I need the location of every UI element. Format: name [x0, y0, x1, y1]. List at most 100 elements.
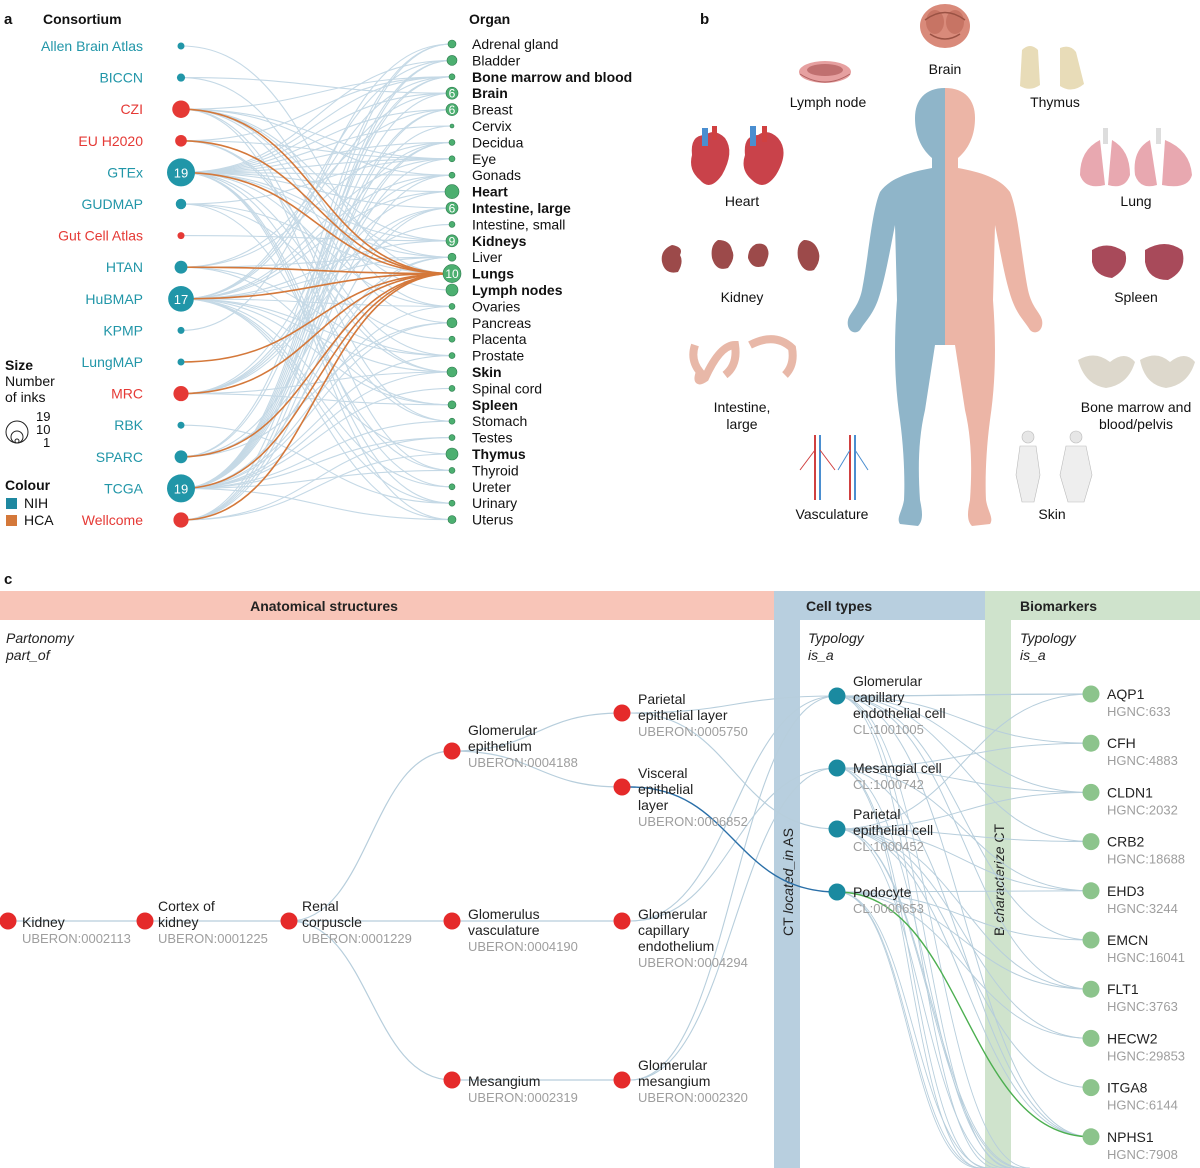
consortium-label-htan: HTAN — [106, 259, 143, 275]
organ-label-decidua: Decidua — [472, 134, 524, 150]
label-thymus: Thymus — [1030, 94, 1080, 110]
bm-node-label: NPHS1 — [1107, 1129, 1154, 1145]
sankey-link — [180, 45, 453, 275]
sankey-link — [180, 59, 453, 489]
as-node-label: Glomerulus — [468, 906, 540, 922]
highlight-link — [180, 272, 453, 363]
highlight-link — [180, 140, 453, 275]
as-node-code: UBERON:0004188 — [468, 755, 578, 770]
as-partonomy-edge — [288, 920, 453, 1081]
as-node-label: epithelial layer — [638, 707, 728, 723]
sankey-link — [180, 424, 453, 504]
organ-label-adrenal-gland: Adrenal gland — [472, 36, 558, 52]
as-node-renal — [280, 912, 298, 930]
colour-legend: Colour NIH HCA — [5, 477, 54, 528]
size-legend-value-19: 19 — [36, 409, 50, 424]
bm-characterize-edge — [836, 695, 1092, 843]
bm-node-flt1 — [1082, 980, 1100, 998]
thymus-illustration — [1020, 46, 1084, 90]
bm-characterize-edge — [836, 695, 1092, 793]
organ-label-liver: Liver — [472, 249, 503, 265]
consortium-node-mrc — [173, 386, 189, 402]
organ-node-ureter — [448, 483, 456, 491]
as-partonomy-edge — [451, 750, 623, 788]
organ-node-eye — [448, 155, 456, 163]
organ-header: Organ — [469, 11, 510, 27]
consortium-node-biccn — [176, 73, 186, 82]
as-node-label: epithelium — [468, 738, 532, 754]
highlight-link — [180, 171, 453, 275]
sankey-link — [180, 298, 453, 521]
highlight-link — [180, 272, 453, 458]
organ-label-thyroid: Thyroid — [472, 462, 519, 478]
organ-label-spinal-cord: Spinal cord — [472, 380, 542, 396]
bm-band-label: B characterize CT — [991, 824, 1007, 937]
ct-band-label-post: AS — [780, 828, 796, 850]
as-node-code: UBERON:0005750 — [638, 724, 748, 739]
organ-label-heart: Heart — [472, 184, 508, 200]
sankey-link — [180, 298, 453, 488]
panel-label-c: c — [4, 571, 12, 588]
as-node-label: vasculature — [468, 922, 540, 938]
as-node-label: capillary — [638, 922, 689, 938]
bm-node-label: CRB2 — [1107, 834, 1145, 850]
organ-label-testes: Testes — [472, 430, 512, 446]
sankey-link — [180, 203, 453, 471]
bm-characterize-edge — [836, 890, 1092, 893]
consortium-label-lungmap: LungMAP — [82, 354, 143, 370]
bm-characterize-edge — [836, 693, 1092, 830]
sankey-link — [180, 174, 453, 395]
size-legend-sub1: Number — [5, 373, 55, 389]
sankey-link — [180, 108, 453, 324]
bm-band-label-post: CT — [991, 824, 1007, 847]
vasculature-illustration — [799, 435, 869, 500]
bm-characterize-edge — [836, 742, 1092, 769]
sankey-link — [180, 141, 453, 268]
panel-label-b: b — [700, 11, 709, 28]
size-legend-title: Size — [5, 357, 33, 373]
ct-node-code: CL:1001005 — [853, 722, 924, 737]
sankey-link — [180, 420, 453, 489]
sankey-link — [180, 76, 453, 489]
sankey-link — [180, 174, 453, 300]
as-node-label: layer — [638, 797, 669, 813]
bm-node-code: HGNC:29853 — [1107, 1048, 1185, 1063]
sankey-link — [180, 355, 453, 489]
bm-node-label: ITGA8 — [1107, 1080, 1148, 1096]
organ-node-breast — [445, 103, 459, 116]
as-node-code: UBERON:0002320 — [638, 1090, 748, 1105]
label-spleen: Spleen — [1114, 289, 1158, 305]
organ-label-bladder: Bladder — [472, 52, 521, 68]
bm-node-ehd3 — [1082, 882, 1100, 900]
highlight-link — [180, 266, 453, 275]
sankey-link — [180, 158, 453, 205]
sankey-link — [180, 203, 453, 340]
sankey-link — [180, 43, 453, 489]
size-legend-circle-1 — [14, 438, 20, 444]
label-lung: Lung — [1120, 193, 1151, 209]
as-header-band — [0, 591, 774, 620]
label-skin: Skin — [1038, 506, 1065, 522]
ct-node-label: epithelial cell — [853, 822, 933, 838]
sankey-highlight-links — [180, 108, 453, 521]
bm-characterize-edge — [836, 828, 1007, 1168]
as-node-visceral — [613, 778, 631, 796]
sankey-link — [180, 453, 453, 521]
as-node-code: UBERON:0001225 — [158, 931, 268, 946]
bm-node-label: EMCN — [1107, 932, 1148, 948]
hca-label: HCA — [24, 512, 54, 528]
as-node-code: UBERON:0002319 — [468, 1090, 578, 1105]
colour-legend-title: Colour — [5, 477, 51, 493]
panel-b-body-map: Brain Lymph node Thymus Heart — [661, 4, 1195, 526]
bm-node-label: EHD3 — [1107, 883, 1145, 899]
consortium-node-hubmap — [168, 285, 194, 312]
lymph-node-illustration — [799, 61, 851, 83]
consortium-label-hubmap: HuBMAP — [85, 291, 143, 307]
ct-typology-relation: is_a — [808, 647, 834, 663]
organ-node-count: 10 — [445, 267, 459, 281]
sankey-link — [180, 76, 453, 142]
sankey-link — [180, 256, 453, 458]
